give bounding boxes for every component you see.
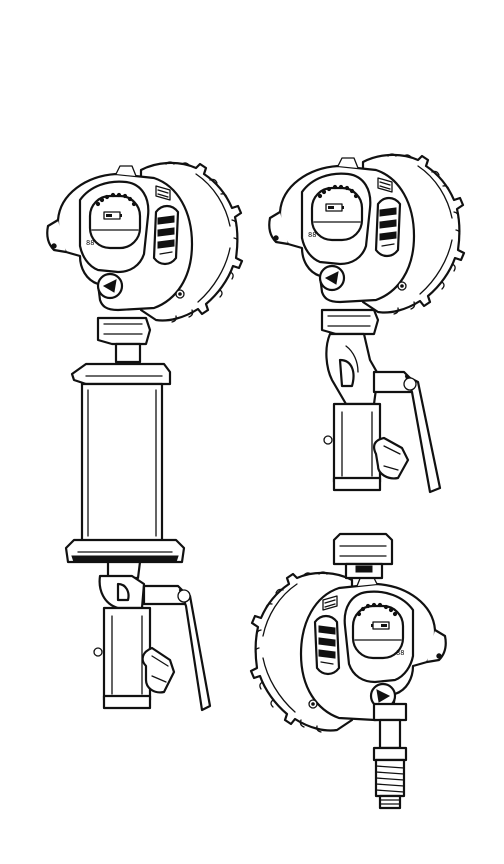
lcd-readout: 88	[308, 231, 316, 239]
flash-head-with-spigot-adapter: 88	[251, 534, 446, 808]
flash-head-with-battery-grip: 88	[47, 162, 242, 710]
flash-head-with-umbrella-mount: 88	[269, 154, 464, 492]
lcd-readout: 88	[396, 649, 404, 657]
lcd-readout: 88	[86, 239, 94, 247]
